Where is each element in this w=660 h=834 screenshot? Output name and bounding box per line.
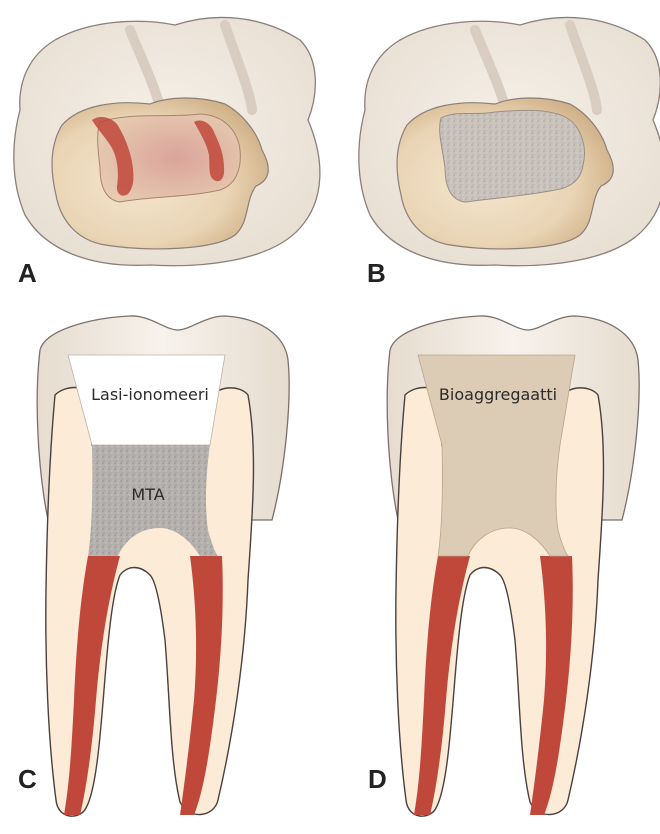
panel-b-filling <box>439 109 585 203</box>
panel-b-occlusal-view: B <box>358 16 660 288</box>
panel-d-bioaggregate-label: Bioaggregaatti <box>439 385 557 404</box>
panel-a-pulp-horn-right <box>194 120 225 182</box>
panel-d-root-canal-left <box>414 556 470 815</box>
panel-c-mta-label: MTA <box>131 485 164 504</box>
panel-b-groove-2 <box>565 20 602 115</box>
panel-c-glass-ionomer-label: Lasi-ionomeeri <box>91 385 209 404</box>
panel-d-bioaggregate-fill <box>417 354 576 557</box>
panel-a-groove-2 <box>220 20 257 115</box>
panel-b-letter: B <box>367 258 386 288</box>
panel-d-letter: D <box>368 764 387 794</box>
panel-a-groove <box>125 25 163 105</box>
panel-c-root-canal-left <box>64 556 120 815</box>
panel-a-occlusal-view: A <box>13 16 321 288</box>
panel-d-cross-section: Bioaggregaatti D <box>368 315 640 817</box>
panel-c-cross-section: Lasi-ionomeeri MTA C <box>18 315 290 817</box>
panel-a-letter: A <box>18 258 37 288</box>
panel-c-letter: C <box>18 764 37 794</box>
panel-a-pulp-horn-left <box>92 116 134 196</box>
panel-c-mta-layer <box>88 445 218 556</box>
panel-c-root-canal-right <box>180 556 223 815</box>
panel-b-groove <box>470 25 508 105</box>
panel-d-root-canal-right <box>530 556 573 815</box>
